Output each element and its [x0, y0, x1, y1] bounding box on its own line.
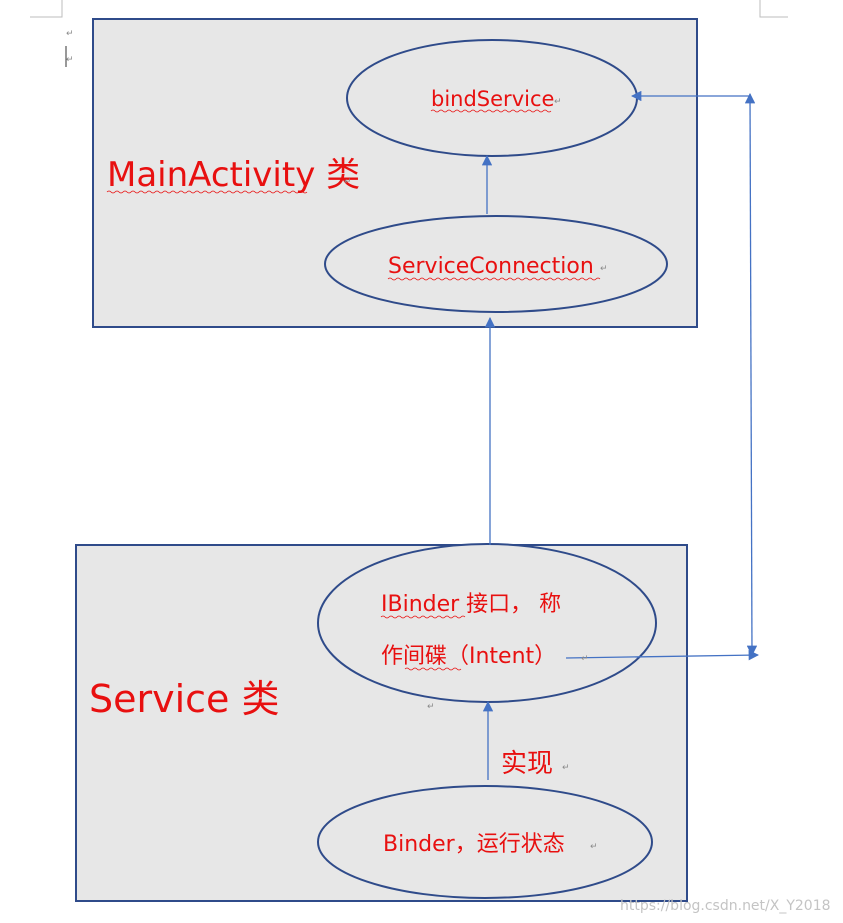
spellcheck-underline	[430, 109, 552, 113]
bind-service-label: bindService	[431, 87, 554, 111]
binder-label: Binder，运行状态	[383, 832, 565, 857]
ibinder-label-line2: 作间碟（Intent）	[381, 644, 556, 669]
page-corner-marks	[30, 0, 788, 18]
watermark: https://blog.csdn.net/X_Y2018	[620, 898, 831, 914]
paragraph-mark: ↵	[66, 29, 74, 39]
paragraph-mark: ↵	[427, 702, 435, 712]
paragraph-mark: ↵	[66, 55, 74, 65]
service-connection-node	[324, 215, 668, 313]
implements-label: 实现	[501, 749, 553, 779]
paragraph-mark: ↵	[581, 654, 589, 664]
spellcheck-underline	[106, 190, 308, 194]
arrow-ibinder-to-right	[565, 649, 760, 661]
paragraph-mark: ↵	[600, 264, 608, 274]
service-label: Service 类	[89, 677, 280, 721]
spellcheck-underline	[380, 615, 466, 619]
paragraph-mark: ↵	[590, 842, 598, 852]
spellcheck-underline	[404, 667, 462, 671]
paragraph-mark: ↵	[344, 177, 352, 187]
arrow-right-vertical	[744, 92, 758, 657]
paragraph-mark: ↵	[562, 763, 570, 773]
spellcheck-underline	[387, 277, 601, 281]
service-connection-label: ServiceConnection	[388, 254, 594, 279]
ibinder-label-line1: IBinder 接口， 称	[381, 592, 561, 617]
ibinder-node	[317, 543, 657, 703]
binder-node	[317, 785, 653, 899]
main-activity-label: MainActivity 类	[107, 155, 360, 195]
paragraph-mark: ↵	[554, 97, 562, 107]
